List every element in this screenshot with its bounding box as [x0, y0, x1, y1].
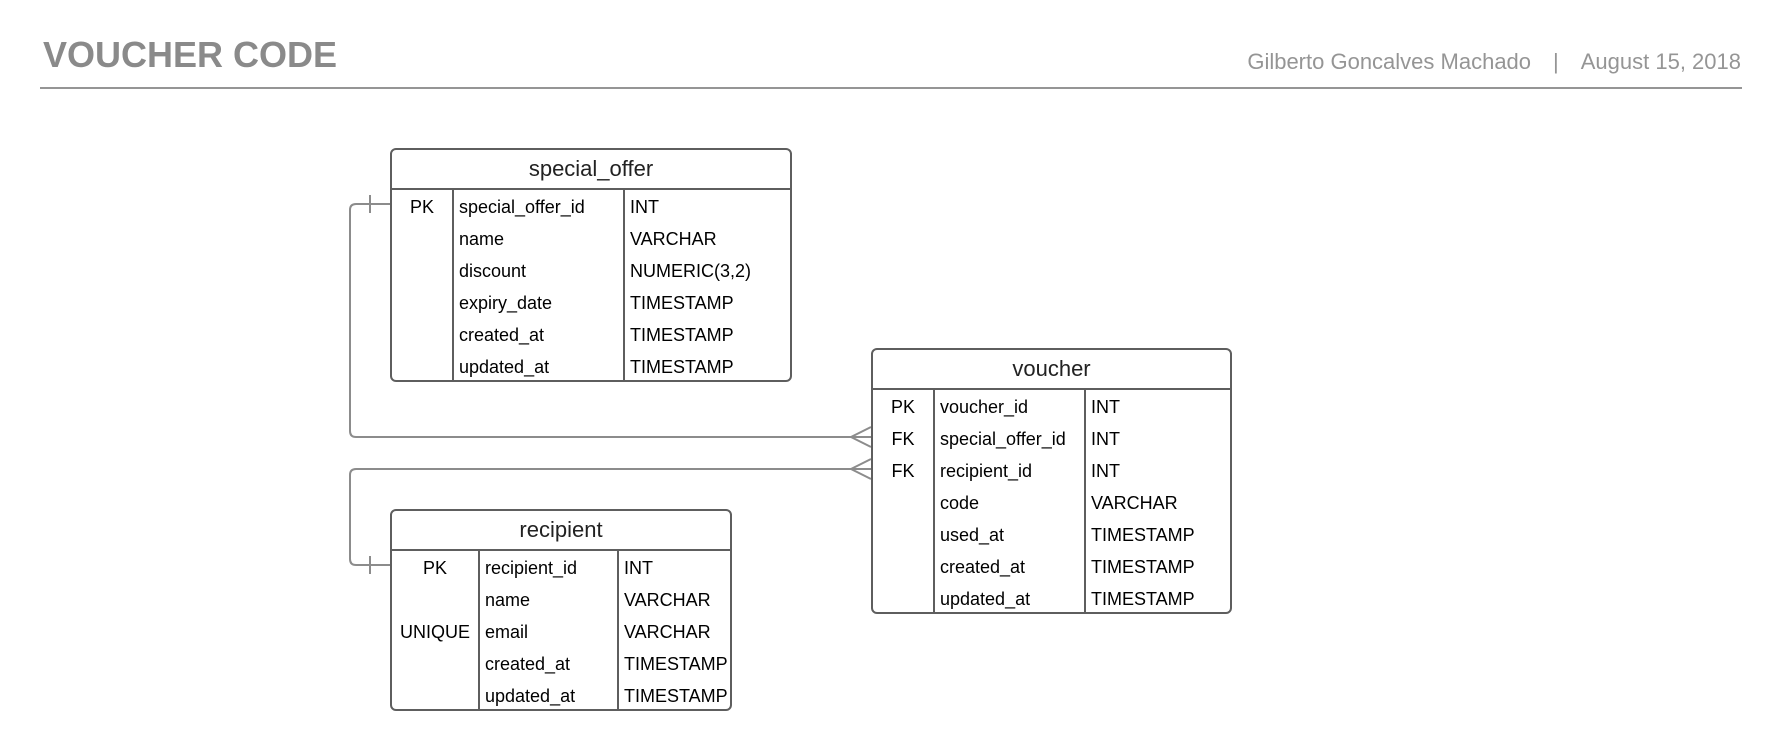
column-name: code — [940, 493, 980, 513]
column-name: recipient_id — [485, 558, 578, 578]
column-name: updated_at — [485, 686, 576, 706]
column-type: INT — [1091, 461, 1120, 481]
key-cell — [873, 583, 933, 612]
column-type: VARCHAR — [1091, 493, 1178, 513]
column-name: recipient_id — [940, 461, 1033, 481]
column-name: special_offer_id — [459, 197, 585, 217]
author-name: Gilberto Goncalves Machado — [1247, 49, 1532, 74]
column-type: TIMESTAMP — [1091, 589, 1195, 609]
meta-separator: | — [1553, 49, 1559, 74]
column-name: email — [485, 622, 529, 642]
column-name: expiry_date — [459, 293, 553, 313]
key-cell: FK — [891, 429, 915, 449]
key-cell — [873, 551, 933, 583]
key-cell — [392, 255, 452, 287]
column-name: created_at — [459, 325, 545, 345]
column-type: VARCHAR — [624, 590, 711, 610]
column-type: TIMESTAMP — [1091, 525, 1195, 545]
key-cell: UNIQUE — [399, 622, 470, 642]
column-name: voucher_id — [940, 397, 1029, 417]
connector-special-offer-voucher[interactable] — [349, 203, 871, 438]
column-type: INT — [1091, 397, 1120, 417]
entity-special-offer[interactable]: special_offer PK special_offer_id name d… — [390, 148, 792, 382]
key-cell — [392, 287, 452, 319]
column-type: TIMESTAMP — [630, 357, 734, 377]
key-cell — [392, 351, 452, 380]
entity-title: recipient — [392, 511, 730, 551]
many-marker-voucher-recipient — [850, 458, 872, 480]
key-cell — [873, 487, 933, 519]
entity-voucher[interactable]: voucher PK FK FK voucher_id special_offe… — [871, 348, 1232, 614]
header-divider — [40, 87, 1742, 89]
many-marker-voucher-special-offer — [850, 426, 872, 448]
entity-recipient[interactable]: recipient PK UNIQUE recipient_id name em… — [390, 509, 732, 711]
key-cell: PK — [409, 197, 434, 217]
column-type: TIMESTAMP — [624, 686, 728, 706]
column-type: TIMESTAMP — [1091, 557, 1195, 577]
column-name: name — [485, 590, 531, 610]
entity-title: voucher — [873, 350, 1230, 390]
column-name: updated_at — [940, 589, 1031, 609]
column-type: INT — [624, 558, 653, 578]
column-name: discount — [459, 261, 527, 281]
connector-recipient-voucher[interactable] — [349, 468, 871, 566]
document-meta: Gilberto Goncalves Machado | August 15, … — [1247, 49, 1741, 75]
column-type: TIMESTAMP — [630, 293, 734, 313]
entity-title: special_offer — [392, 150, 790, 190]
page-title: VOUCHER CODE — [43, 34, 338, 75]
column-type: INT — [1091, 429, 1120, 449]
key-cell — [873, 519, 933, 551]
column-type: INT — [630, 197, 659, 217]
column-name: used_at — [940, 525, 1005, 545]
column-name: name — [459, 229, 505, 249]
key-cell — [392, 584, 478, 616]
key-cell — [392, 223, 452, 255]
column-name: updated_at — [459, 357, 550, 377]
column-type: TIMESTAMP — [630, 325, 734, 345]
document-date: August 15, 2018 — [1580, 49, 1741, 74]
column-name: created_at — [940, 557, 1026, 577]
column-name: special_offer_id — [940, 429, 1066, 449]
key-cell: PK — [422, 558, 447, 578]
column-type: VARCHAR — [624, 622, 711, 642]
column-type: NUMERIC(3,2) — [630, 261, 752, 281]
column-type: VARCHAR — [630, 229, 717, 249]
key-cell — [392, 680, 478, 709]
key-cell: FK — [891, 461, 915, 481]
column-name: created_at — [485, 654, 571, 674]
column-type: TIMESTAMP — [624, 654, 728, 674]
key-cell: PK — [890, 397, 915, 417]
key-cell — [392, 319, 452, 351]
key-cell — [392, 648, 478, 680]
